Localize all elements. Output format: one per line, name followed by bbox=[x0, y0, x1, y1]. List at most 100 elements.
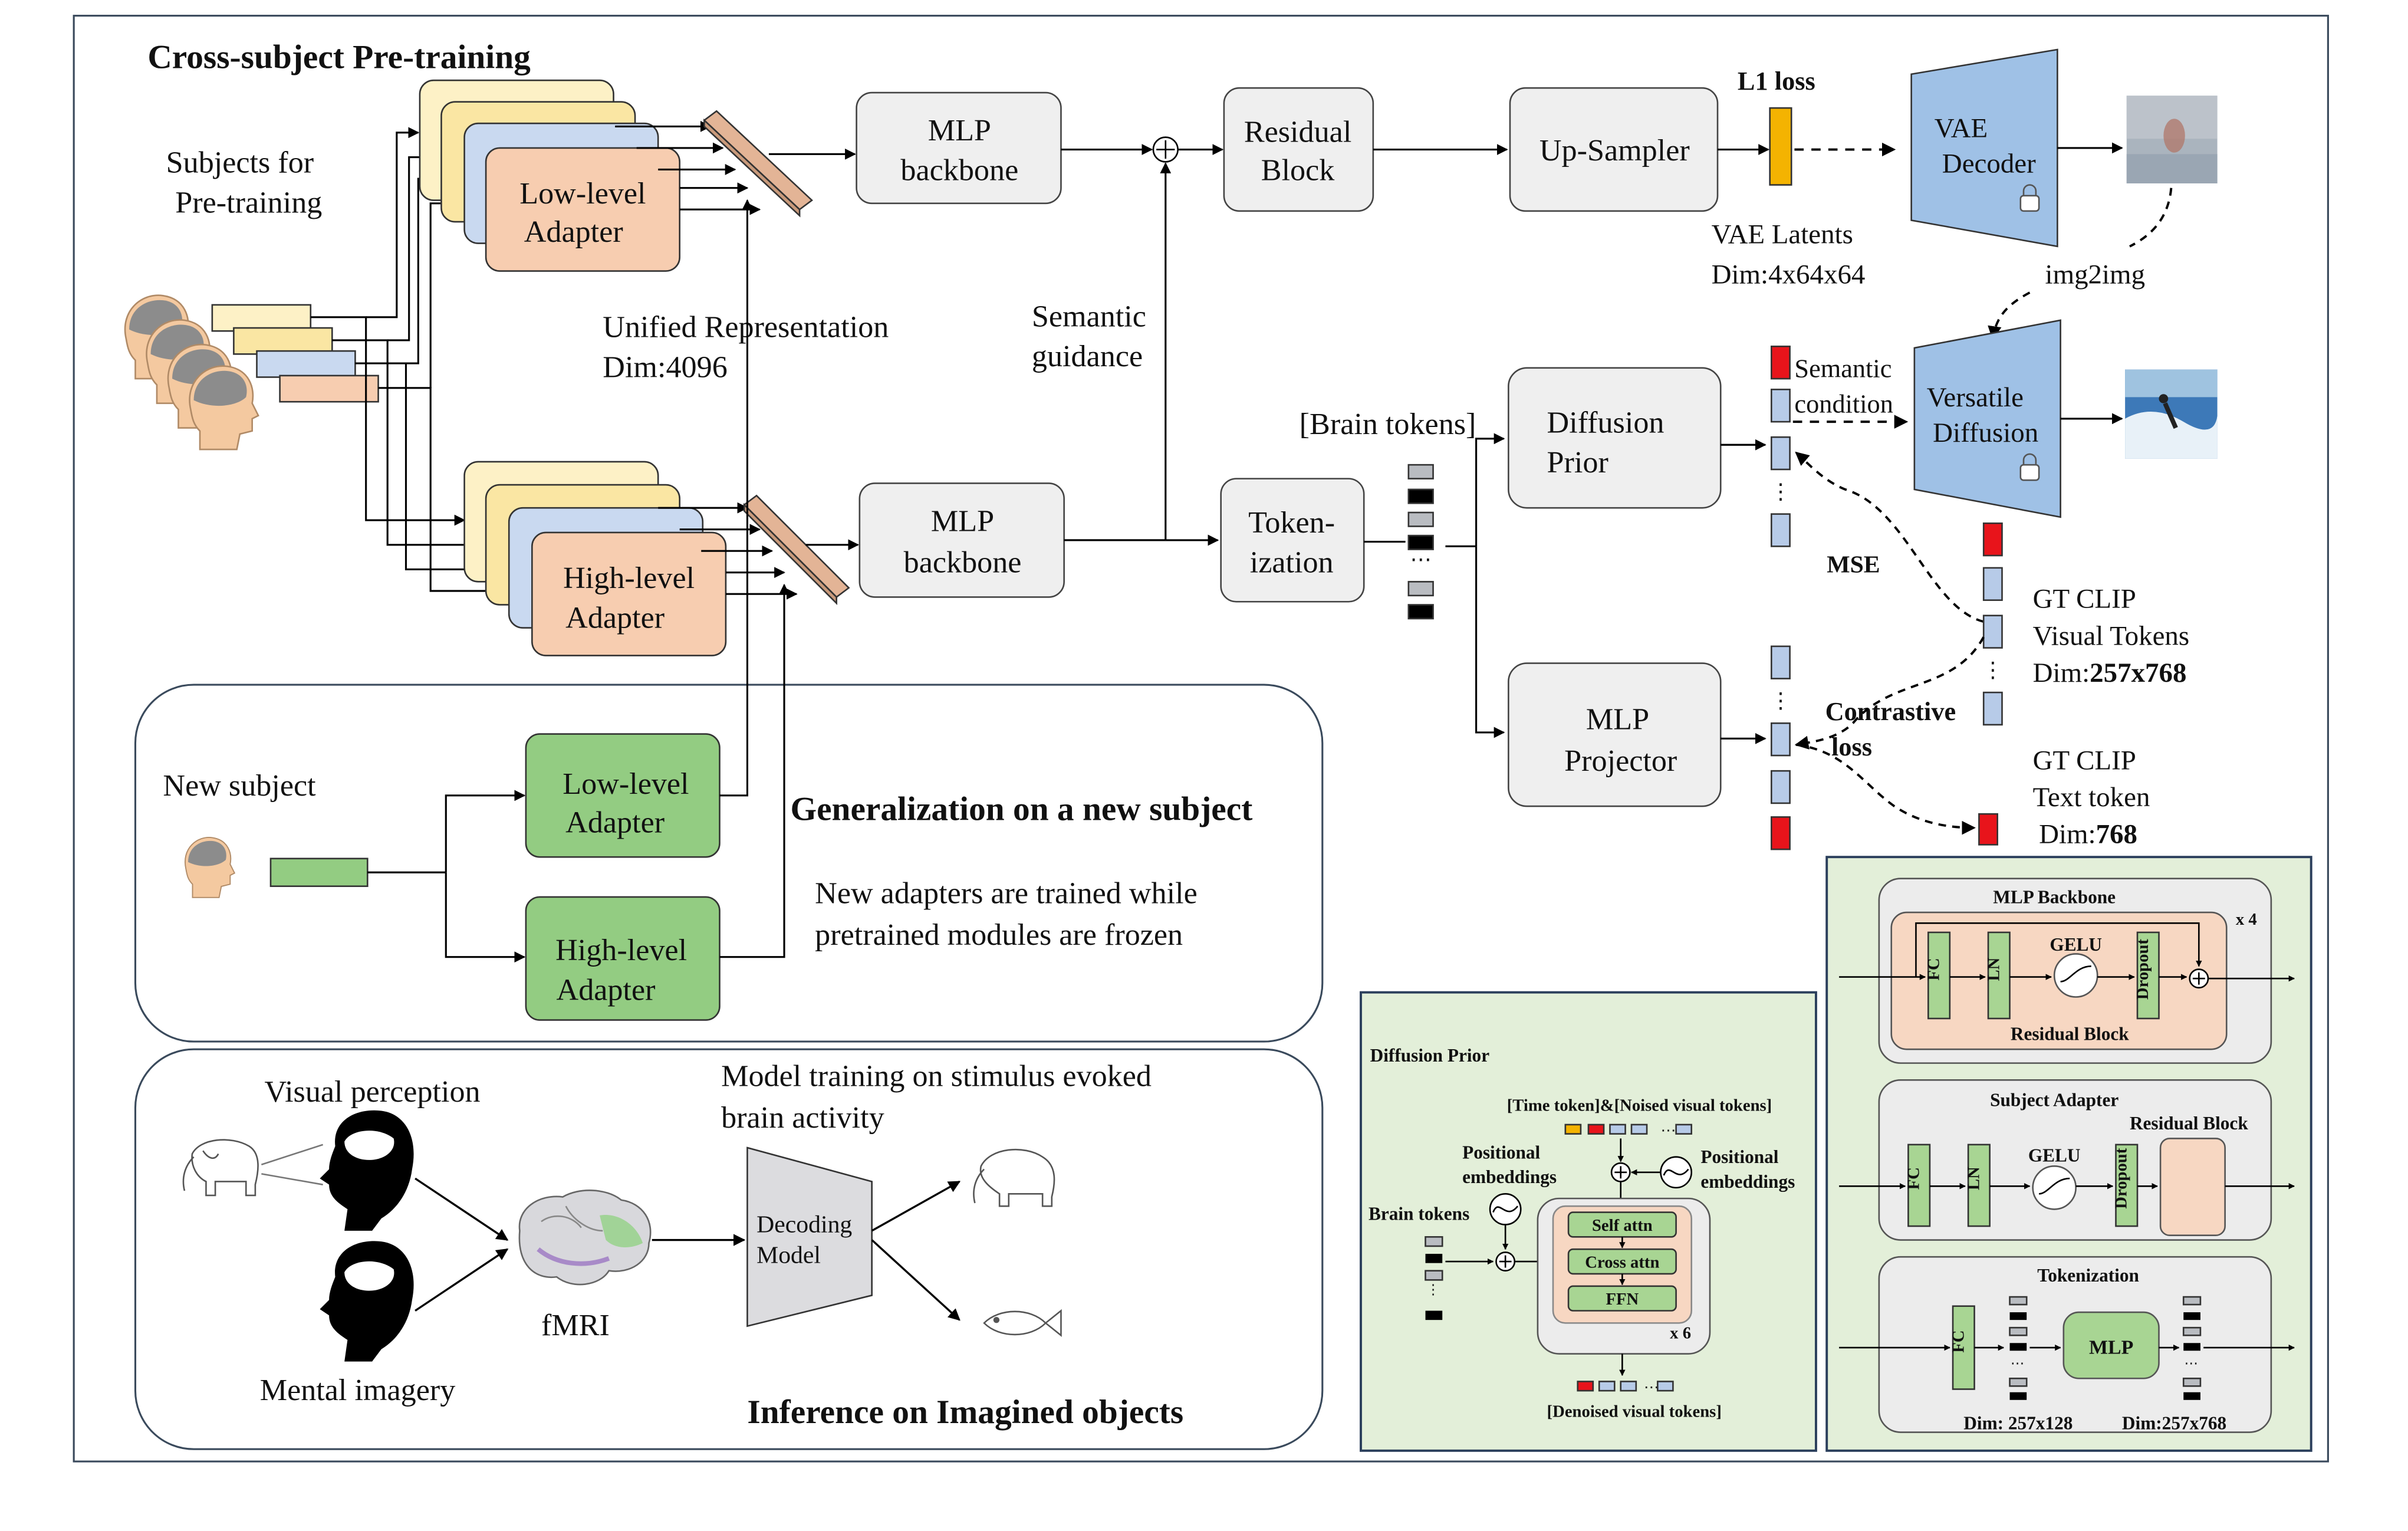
mse-label: MSE bbox=[1827, 551, 1880, 579]
dp-self-attn-label: Self attn bbox=[1592, 1216, 1653, 1235]
new-adapters-note-1: New adapters are trained while bbox=[815, 876, 1198, 910]
tok-fc-label: FC bbox=[1949, 1330, 1968, 1353]
mental-imagery-label: Mental imagery bbox=[260, 1374, 456, 1407]
dp-brain-tokens-label: Brain tokens bbox=[1369, 1204, 1469, 1224]
contrastive-dashed-visual bbox=[1794, 636, 1985, 750]
contrastive-dashed-text bbox=[1795, 743, 1976, 835]
new-adapters-note-2: pretrained modules are frozen bbox=[815, 918, 1183, 952]
mlp-backbone-bottom-label-1: MLP bbox=[931, 504, 994, 538]
contrastive-loss-label-2: loss bbox=[1831, 732, 1872, 761]
subjects-label-1: Subjects for bbox=[166, 146, 314, 180]
dp-add-sign-left bbox=[1499, 1255, 1512, 1268]
diffusion-prior-box bbox=[1508, 367, 1722, 509]
mlp-gelu-curve bbox=[2060, 965, 2091, 983]
subject-heads-icon bbox=[124, 294, 259, 451]
elephant-output-icon bbox=[973, 1148, 1055, 1207]
gt-clip-text-label-3: Dim:768 bbox=[2039, 819, 2137, 850]
adapter-gelu-icon bbox=[2032, 1165, 2077, 1210]
gt-clip-text-label-2: Text token bbox=[2033, 782, 2150, 813]
adapter-ln bbox=[1967, 1144, 1991, 1227]
contrastive-loss-label-1: Contrastive bbox=[1825, 696, 1956, 726]
img2img-dashed-2 bbox=[1988, 291, 2031, 340]
mlp-projector-label-2: Projector bbox=[1564, 744, 1677, 778]
residual-block-label-2: Block bbox=[1261, 154, 1335, 188]
new-low-adapter-label-2: Adapter bbox=[565, 806, 664, 839]
vae-latents-dim: Dim:4x64x64 bbox=[1712, 259, 1866, 290]
dp-time-noised-label: [Time token]&[Noised visual tokens] bbox=[1507, 1096, 1772, 1115]
svg-text:⋮: ⋮ bbox=[1770, 688, 1792, 712]
new-low-adapter-label-1: Low-level bbox=[562, 767, 689, 801]
diffusion-prior-label-1: Diffusion bbox=[1547, 406, 1664, 439]
mlp-gelu-label: GELU bbox=[2050, 934, 2102, 955]
brain-token-column: ⋯ bbox=[1407, 464, 1434, 620]
gt-clip-text-label-1: GT CLIP bbox=[2033, 745, 2136, 776]
new-subject-vector bbox=[269, 858, 369, 888]
new-subject-routing bbox=[367, 790, 526, 963]
mlp-backbone-flow bbox=[1839, 922, 2295, 982]
head-profile-imagery-icon bbox=[320, 1241, 414, 1362]
adapter-gelu-curve bbox=[2038, 1177, 2070, 1195]
lock-icon bbox=[2019, 184, 2040, 212]
vae-latents-label: VAE Latents bbox=[1712, 219, 1853, 250]
up-sampler-label: Up-Sampler bbox=[1539, 134, 1690, 167]
dp-denoised-label: [Denoised visual tokens] bbox=[1547, 1402, 1722, 1421]
head-profile-perception-icon bbox=[320, 1110, 414, 1231]
pretraining-title: Cross-subject Pre-training bbox=[147, 38, 531, 75]
vae-decoder-label-1: VAE bbox=[1935, 113, 1988, 144]
l1-loss-label: L1 loss bbox=[1738, 66, 1815, 96]
new-high-to-slab bbox=[719, 583, 790, 958]
mlp-backbone-repeat: x 4 bbox=[2236, 910, 2257, 929]
inference-title: Inference on Imagined objects bbox=[747, 1394, 1183, 1431]
visual-perception-label: Visual perception bbox=[265, 1075, 481, 1109]
unified-dim-label: Dim:4096 bbox=[603, 351, 727, 385]
mlp-backbone-bottom-label-2: backbone bbox=[904, 546, 1022, 580]
diffusion-prior-label-2: Prior bbox=[1547, 446, 1608, 479]
subject-adapter-residual-label: Residual Block bbox=[2130, 1113, 2248, 1134]
subject-adapter-detail-title: Subject Adapter bbox=[1990, 1090, 2118, 1111]
tok-token-column-a: ⋯ bbox=[2009, 1296, 2028, 1400]
new-subject-head-icon bbox=[185, 837, 236, 898]
imagery-to-fmri bbox=[415, 1248, 509, 1312]
svg-text:⋯: ⋯ bbox=[2011, 1356, 2024, 1371]
tok-dim-a: Dim: 257x128 bbox=[1963, 1412, 2073, 1433]
tok-dim-b: Dim:257x768 bbox=[2122, 1412, 2226, 1433]
adapter-ln-label: LN bbox=[1964, 1167, 1983, 1190]
mlp-projector-label-1: MLP bbox=[1586, 703, 1649, 737]
mlp-ln-label: LN bbox=[1984, 957, 2003, 981]
tokenization-box bbox=[1220, 478, 1365, 603]
brain-tokens-label: [Brain tokens] bbox=[1300, 408, 1476, 441]
subject-vector-1 bbox=[211, 304, 312, 332]
inference-panel bbox=[134, 1048, 1324, 1450]
decoder-to-fish bbox=[871, 1239, 960, 1321]
adapter-gelu-label: GELU bbox=[2028, 1145, 2081, 1166]
lock-icon-versatile bbox=[2019, 453, 2040, 481]
dp-pos-right-1: Positional bbox=[1700, 1146, 1778, 1167]
dp-repeat-label: x 6 bbox=[1670, 1323, 1691, 1342]
view-ray-bottom bbox=[261, 1173, 323, 1185]
mlp-ln bbox=[1987, 931, 2011, 1020]
projected-tokens: ⋮ bbox=[1770, 645, 1792, 850]
high-adapter-label-2: Adapter bbox=[565, 602, 664, 635]
fish-output-icon bbox=[983, 1309, 1062, 1337]
tokenization-label-2: ization bbox=[1250, 546, 1334, 580]
high-adapter-label-1: High-level bbox=[563, 561, 695, 595]
model-training-label-1: Model training on stimulus evoked bbox=[721, 1060, 1152, 1093]
low-level-adapter bbox=[485, 147, 681, 272]
brain-token-routing bbox=[1445, 433, 1505, 738]
subject-vector-2 bbox=[233, 327, 333, 355]
dp-pos-left-1: Positional bbox=[1462, 1142, 1540, 1162]
model-training-label-2: brain activity bbox=[721, 1101, 884, 1135]
mlp-gelu-icon bbox=[2053, 953, 2098, 998]
new-high-adapter-label-1: High-level bbox=[555, 934, 687, 967]
semantic-guidance-label-2: guidance bbox=[1032, 340, 1143, 373]
semantic-condition-label-2: condition bbox=[1794, 389, 1893, 418]
svg-text:⋯: ⋯ bbox=[2185, 1356, 2198, 1371]
outer-frame bbox=[73, 15, 2329, 1463]
perception-to-fmri bbox=[415, 1177, 509, 1241]
residual-block-label-1: Residual bbox=[1244, 115, 1351, 149]
svg-text:⋯: ⋯ bbox=[1644, 1379, 1659, 1396]
adapter-fc-label: FC bbox=[1904, 1167, 1923, 1190]
gt-clip-visual-label-3: Dim:257x768 bbox=[2033, 658, 2187, 688]
blurry-reconstruction-image bbox=[2126, 96, 2218, 183]
